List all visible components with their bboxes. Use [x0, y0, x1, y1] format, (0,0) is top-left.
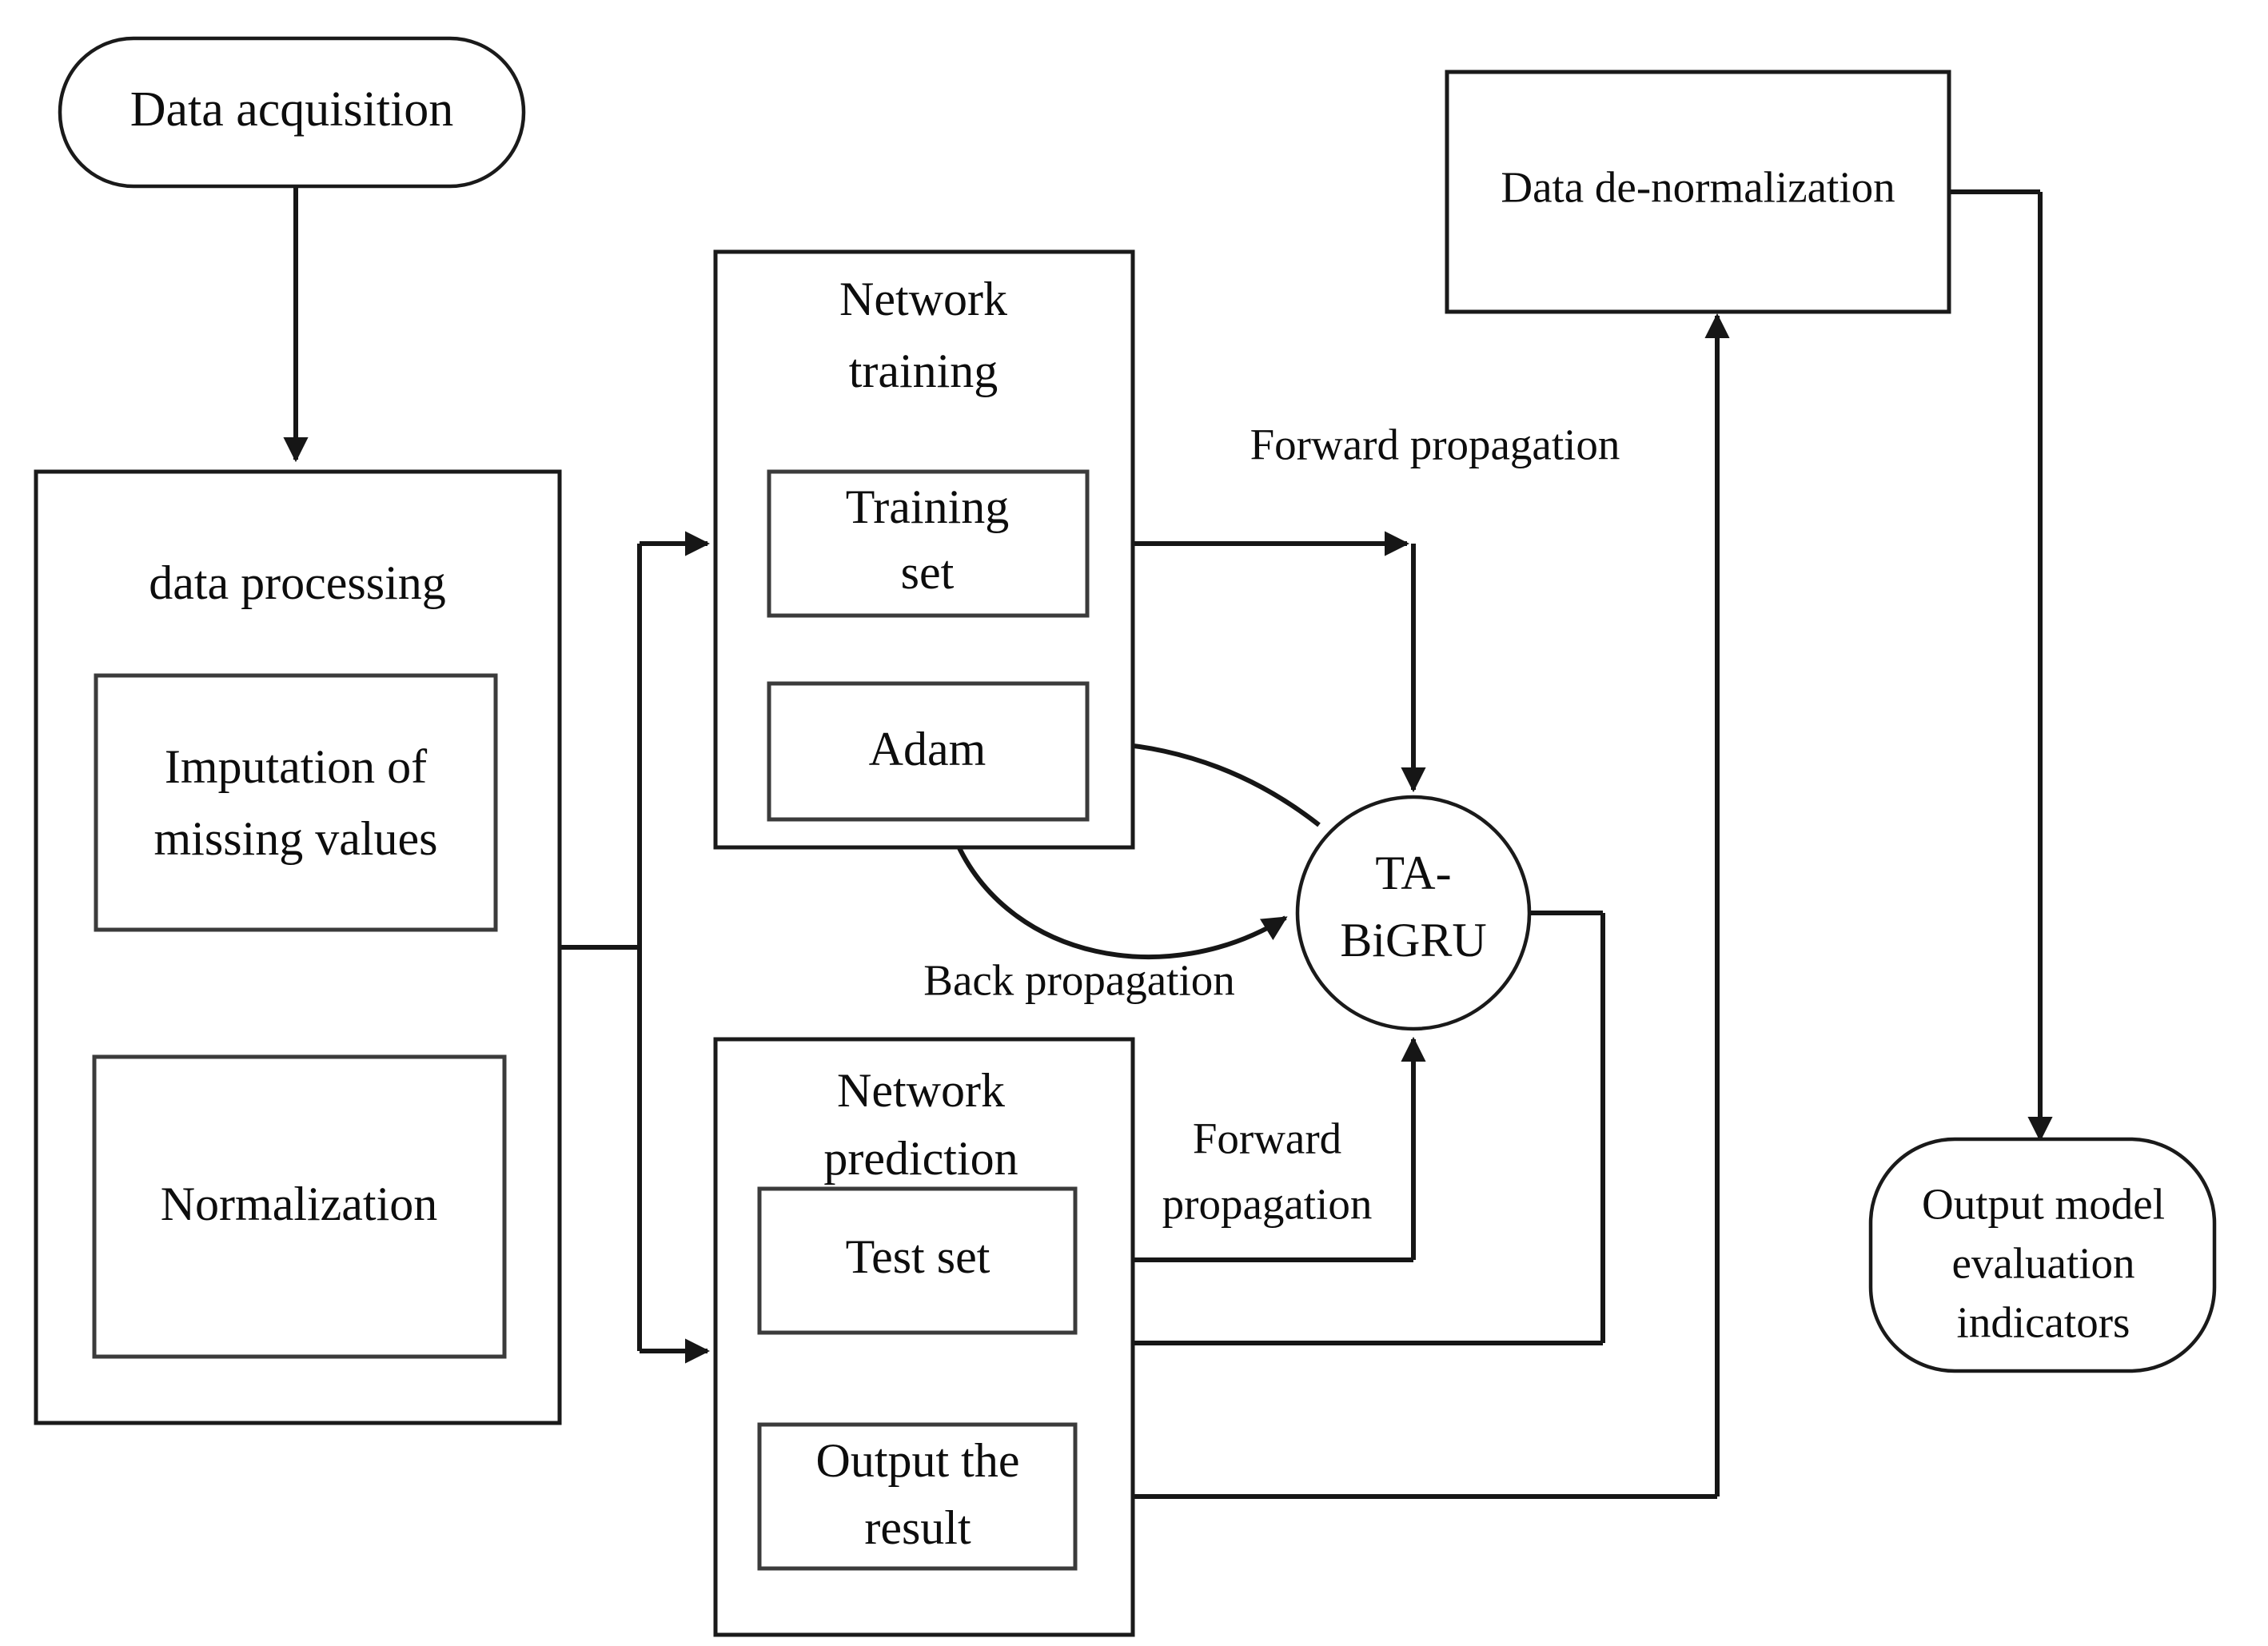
node-output-model-eval[interactable]	[1868, 1137, 2217, 1373]
node-adam[interactable]	[767, 681, 1090, 822]
network-prediction-label-line1: Network	[837, 1064, 1005, 1117]
ta-bigru-label-line1: TA-	[1375, 847, 1451, 899]
network-training-label-line2: training	[849, 345, 998, 397]
training-set-label-line1: Training	[846, 480, 1010, 533]
data-denormalization-label: Data de-normalization	[1501, 163, 1895, 212]
node-test-set[interactable]	[757, 1186, 1078, 1335]
node-ta-bigru[interactable]	[1295, 795, 1532, 1031]
output-model-eval-label-line2: evaluation	[1951, 1239, 2134, 1288]
node-normalization[interactable]	[92, 1054, 507, 1359]
edge-label-forward-propagation-top: Forward propagation	[1250, 420, 1620, 469]
network-training-label-line1: Network	[839, 273, 1007, 325]
output-model-eval-label-line3: indicators	[1957, 1298, 2130, 1347]
data-acquisition-label: Data acquisition	[130, 82, 454, 137]
edge-adam-to-tabigru	[953, 838, 1288, 959]
data-processing-label: data processing	[149, 556, 446, 609]
training-set-label-line2: set	[901, 546, 955, 599]
node-data-acquisition[interactable]	[58, 36, 526, 189]
node-data-denormalization[interactable]	[1445, 70, 1951, 314]
adam-label: Adam	[869, 723, 987, 775]
edge-label-forward-propagation-lower-line1: Forward	[1193, 1114, 1341, 1163]
output-result-label-line2: result	[864, 1501, 971, 1554]
node-training-set[interactable]	[767, 469, 1090, 618]
node-imputation[interactable]	[94, 673, 498, 932]
edge-label-forward-propagation-lower-line2: propagation	[1162, 1180, 1373, 1229]
output-model-eval-label-line1: Output model	[1922, 1180, 2165, 1229]
ta-bigru-label-line2: BiGRU	[1340, 914, 1486, 966]
network-prediction-label-line2: prediction	[823, 1132, 1018, 1185]
node-output-result[interactable]	[757, 1422, 1078, 1571]
imputation-label-line2: missing values	[154, 812, 438, 865]
test-set-label: Test set	[846, 1230, 991, 1283]
normalization-label: Normalization	[161, 1178, 438, 1230]
output-result-label-line1: Output the	[816, 1434, 1020, 1487]
imputation-label-line1: Imputation of	[165, 740, 427, 793]
edge-label-back-propagation: Back propagation	[923, 956, 1234, 1005]
